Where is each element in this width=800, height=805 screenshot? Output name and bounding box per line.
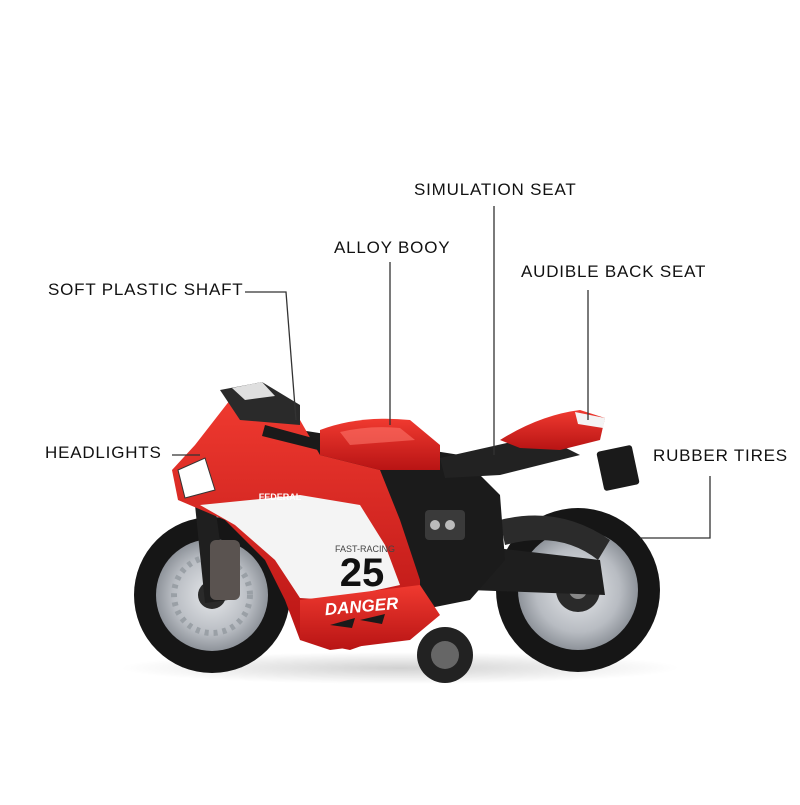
callout-headlights: HEADLIGHTS xyxy=(45,443,162,462)
headlight xyxy=(177,457,216,499)
leader-rubber-tires xyxy=(640,476,711,539)
race-number: 25 xyxy=(340,551,385,595)
tank-text: FAST-RACING xyxy=(335,544,395,554)
handlebar xyxy=(262,425,320,450)
brand-text: FEDERAL xyxy=(259,492,302,502)
seat xyxy=(440,440,580,478)
callout-alloy-body: ALLOY BOOY xyxy=(334,238,451,257)
callout-audible-back-seat: AUDIBLE BACK SEAT xyxy=(521,262,707,281)
callout-soft-plastic-shaft: SOFT PLASTIC SHAFT xyxy=(48,280,244,299)
callout-lines xyxy=(172,206,711,539)
callout-simulation-seat: SIMULATION SEAT xyxy=(414,180,577,199)
callout-rubber-tires: RUBBER TIRES xyxy=(653,446,788,465)
leader-soft-plastic-shaft xyxy=(245,291,297,421)
side-panel xyxy=(200,495,400,600)
license-holder xyxy=(596,445,640,491)
belly-pan xyxy=(300,585,440,650)
